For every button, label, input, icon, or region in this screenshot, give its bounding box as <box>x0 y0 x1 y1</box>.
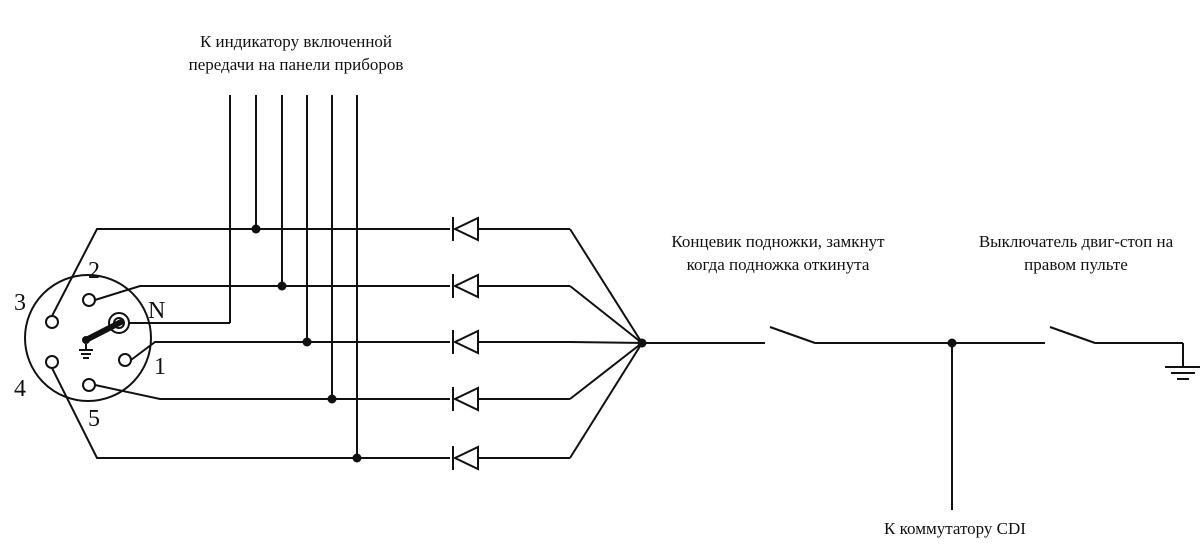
position-label-5: 5 <box>88 406 100 432</box>
position-label-1: 1 <box>154 354 166 380</box>
switch-body <box>24 274 152 402</box>
diode-3 <box>452 329 570 355</box>
cdi-label: К коммутатору CDI <box>884 519 1026 538</box>
diodes <box>452 216 570 471</box>
diode-5 <box>452 445 570 471</box>
contact-5 <box>82 378 96 392</box>
wire-contact-4 <box>51 367 450 459</box>
junction-d <box>327 394 337 404</box>
ground-icon <box>79 344 93 359</box>
contact-1 <box>118 353 132 367</box>
stop-switch-label-line2: правом пульте <box>1024 255 1128 274</box>
junction-e <box>352 453 362 463</box>
wire-contact-5 <box>94 384 450 400</box>
contact-3 <box>45 315 59 329</box>
indicator-label-line2: передачи на панели приборов <box>189 55 404 74</box>
junction-b <box>277 281 287 291</box>
junction-c <box>302 337 312 347</box>
stop-switch-label-line1: Выключатель двиг-стоп на <box>979 232 1174 251</box>
indicator-label-line1: К индикатору включенной <box>200 32 392 51</box>
switch-rotor <box>83 319 124 343</box>
converging-wires <box>569 228 647 459</box>
main-line <box>642 326 1200 510</box>
limit-switch-label-line2: когда подножка откинута <box>687 255 870 274</box>
contact-2 <box>82 293 96 307</box>
wire-contact-1 <box>130 341 450 361</box>
diode-1 <box>452 216 570 242</box>
indicator-wires <box>229 95 358 458</box>
limit-switch-contact <box>769 326 816 344</box>
diode-4 <box>452 386 570 412</box>
position-label-n: N <box>148 298 165 324</box>
position-label-3: 3 <box>14 290 26 316</box>
wire-contact-2 <box>94 285 450 301</box>
limit-switch-label-line1: Концевик подножки, замкнут <box>671 232 885 251</box>
ground-icon <box>1165 366 1200 380</box>
position-label-4: 4 <box>14 376 26 402</box>
junction-dots <box>251 224 362 463</box>
contact-wires <box>51 228 450 459</box>
diode-2 <box>452 273 570 299</box>
stop-switch-contact <box>1049 326 1096 344</box>
junction-a <box>251 224 261 234</box>
wire-contact-3 <box>51 228 450 317</box>
rotor-pivot <box>82 336 90 344</box>
contact-4 <box>45 355 59 369</box>
gear-position-switch <box>24 274 152 402</box>
position-label-2: 2 <box>88 258 100 284</box>
